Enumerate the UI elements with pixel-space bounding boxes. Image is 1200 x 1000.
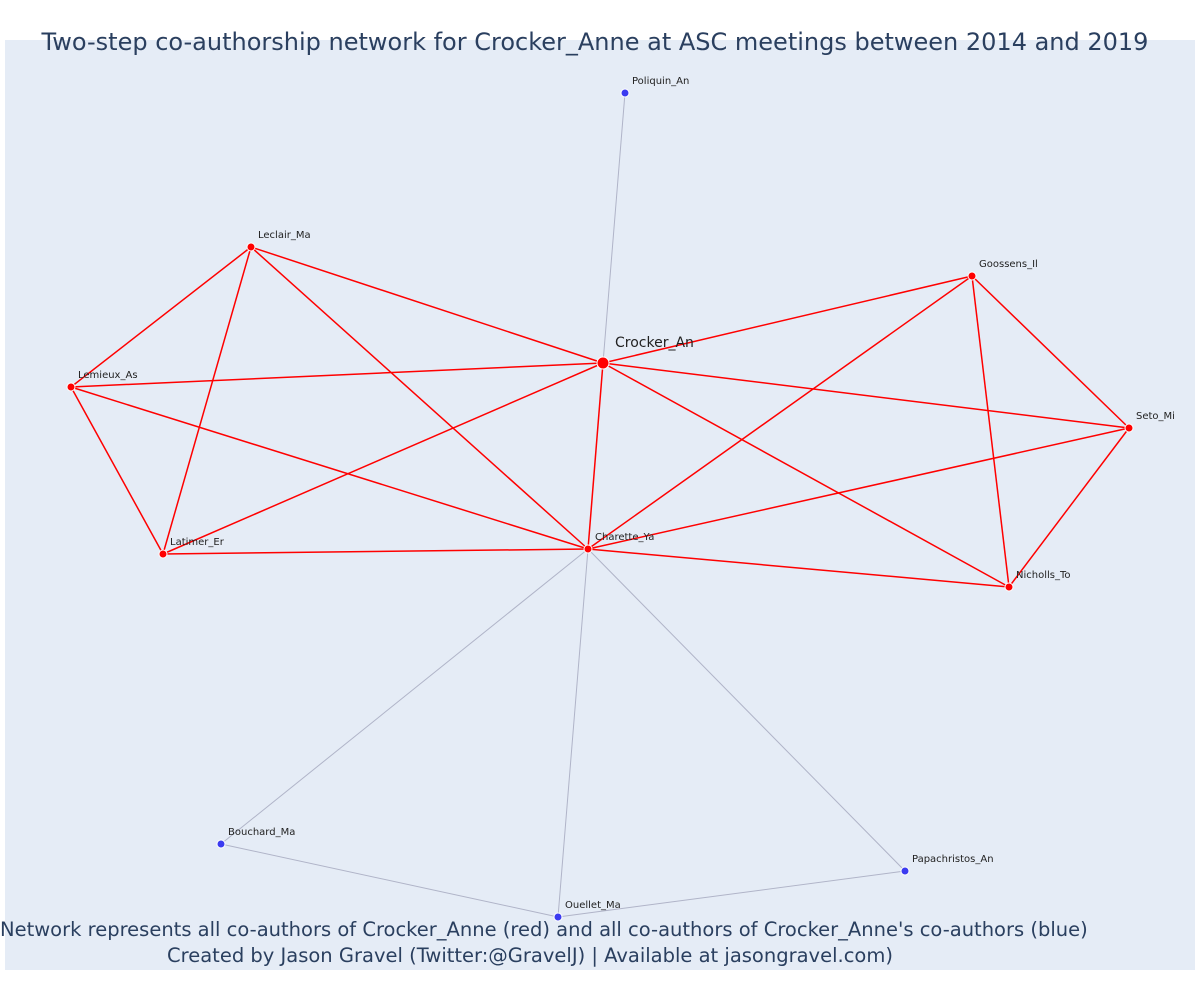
node-label-latimer-er: Latimer_Er xyxy=(170,537,225,548)
edge-crocker-an-goossens-il xyxy=(602,275,973,364)
edge-latimer-er-charette-ya xyxy=(162,548,589,555)
caption-line-1: Network represents all co-authors of Cro… xyxy=(0,918,1088,941)
edge-goossens-il-seto-mi xyxy=(971,275,1130,429)
node-label-bouchard-ma: Bouchard_Ma xyxy=(228,827,295,838)
node-poliquin-an[interactable] xyxy=(620,88,630,98)
node-label-poliquin-an: Poliquin_An xyxy=(632,76,689,87)
node-label-papachristos-an: Papachristos_An xyxy=(912,854,994,865)
second-step-edges xyxy=(220,92,906,918)
first-step-edges xyxy=(70,246,1130,588)
edge-charette-ya-seto-mi xyxy=(587,427,1130,550)
node-label-nicholls-to: Nicholls_To xyxy=(1016,570,1071,581)
node-label-leclair-ma: Leclair_Ma xyxy=(258,230,311,241)
edge-crocker-an-charette-ya xyxy=(587,362,604,550)
edge-crocker-an-poliquin-an xyxy=(602,92,626,364)
node-label-ouellet-ma: Ouellet_Ma xyxy=(565,900,621,911)
edge-crocker-an-latimer-er xyxy=(162,362,604,555)
caption-line-2: Created by Jason Gravel (Twitter:@Gravel… xyxy=(167,944,893,967)
node-crocker-an[interactable] xyxy=(596,356,610,370)
edge-lemieux-as-charette-ya xyxy=(70,386,589,550)
edge-ouellet-ma-papachristos-an xyxy=(557,870,906,918)
edge-charette-ya-nicholls-to xyxy=(587,548,1010,588)
node-label-charette-ya: Charette_Ya xyxy=(595,532,654,543)
chart-title: Two-step co-authorship network for Crock… xyxy=(41,28,1149,56)
node-leclair-ma[interactable] xyxy=(246,242,256,252)
edge-charette-ya-bouchard-ma xyxy=(220,548,589,845)
node-bouchard-ma[interactable] xyxy=(216,839,226,849)
edge-charette-ya-goossens-il xyxy=(587,275,973,550)
node-papachristos-an[interactable] xyxy=(900,866,910,876)
node-latimer-er[interactable] xyxy=(158,549,168,559)
node-label-goossens-il: Goossens_Il xyxy=(979,259,1038,270)
edge-lemieux-as-latimer-er xyxy=(70,386,164,555)
node-ouellet-ma[interactable] xyxy=(553,912,563,922)
node-label-crocker-an: Crocker_An xyxy=(615,335,694,351)
nodes xyxy=(66,88,1134,922)
edge-crocker-an-leclair-ma xyxy=(250,246,604,364)
edge-goossens-il-nicholls-to xyxy=(971,275,1010,588)
edge-leclair-ma-charette-ya xyxy=(250,246,589,550)
edge-charette-ya-papachristos-an xyxy=(587,548,906,872)
edge-bouchard-ma-ouellet-ma xyxy=(220,843,559,918)
node-lemieux-as[interactable] xyxy=(66,382,76,392)
node-nicholls-to[interactable] xyxy=(1004,582,1014,592)
edge-crocker-an-lemieux-as xyxy=(70,362,604,388)
edge-crocker-an-nicholls-to xyxy=(602,362,1010,588)
node-seto-mi[interactable] xyxy=(1124,423,1134,433)
node-goossens-il[interactable] xyxy=(967,271,977,281)
node-label-seto-mi: Seto_Mi xyxy=(1136,411,1175,422)
edge-leclair-ma-lemieux-as xyxy=(70,246,252,388)
edge-seto-mi-nicholls-to xyxy=(1008,427,1130,588)
edge-charette-ya-ouellet-ma xyxy=(557,548,589,918)
node-label-lemieux-as: Lemieux_As xyxy=(78,370,138,381)
edge-crocker-an-seto-mi xyxy=(602,362,1130,429)
edge-leclair-ma-latimer-er xyxy=(162,246,252,555)
node-charette-ya[interactable] xyxy=(583,544,593,554)
